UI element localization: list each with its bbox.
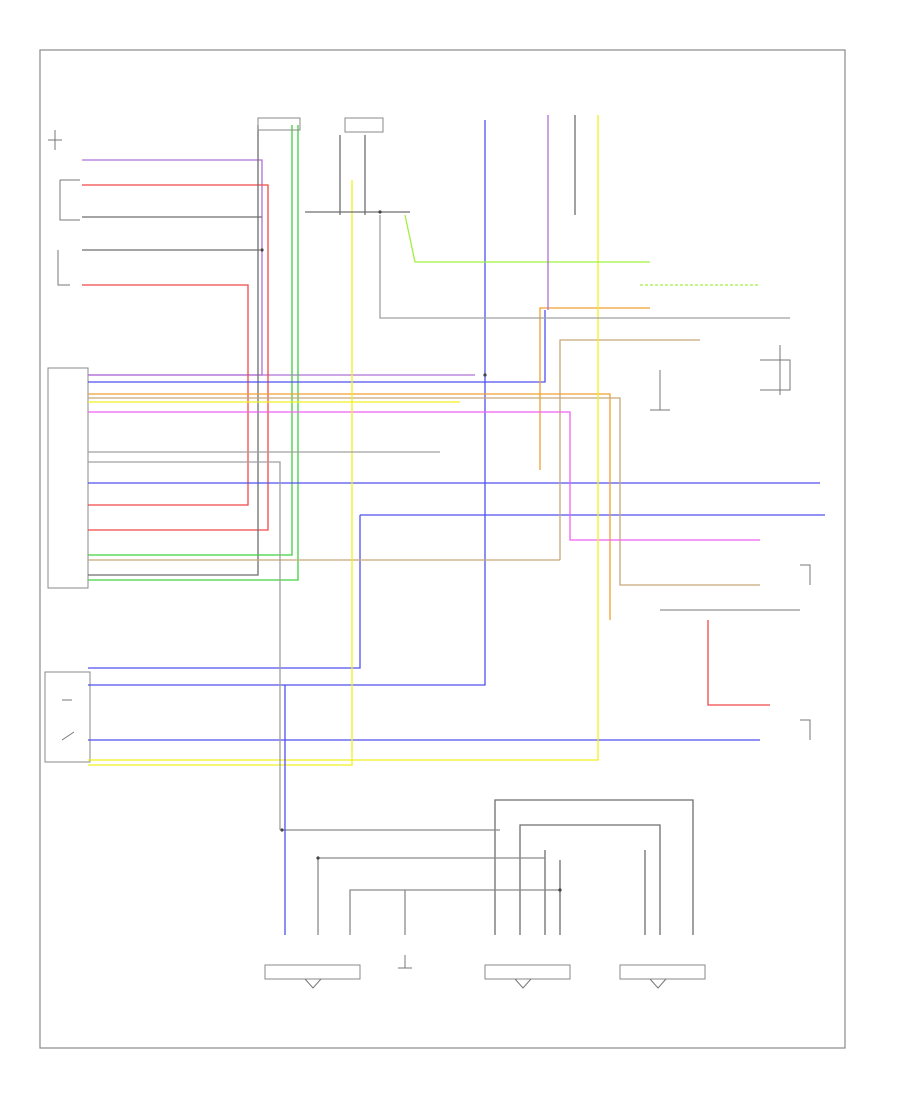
blower-relay bbox=[44, 671, 91, 763]
harness-2 bbox=[519, 824, 661, 935]
wire-blue-5 bbox=[88, 120, 486, 686]
harness-1 bbox=[494, 799, 694, 935]
ground-symbol bbox=[398, 955, 412, 969]
wire-blue-1 bbox=[88, 310, 546, 383]
wire-red-3 bbox=[707, 620, 770, 706]
rear-actuator-right bbox=[619, 964, 706, 989]
wire-orange-1 bbox=[88, 393, 611, 620]
wire-gray-2 bbox=[88, 461, 281, 830]
wire-gray-3 bbox=[379, 215, 790, 319]
right-relay bbox=[650, 345, 811, 740]
wire-green-1 bbox=[88, 125, 293, 556]
wire-red-2 bbox=[82, 284, 249, 506]
wire-tan-1 bbox=[88, 397, 760, 586]
junction-dots bbox=[260, 210, 562, 892]
wire-black-3 bbox=[88, 125, 259, 576]
wire-blue-3 bbox=[88, 514, 825, 669]
wire-gray-bottom-3 bbox=[349, 889, 560, 935]
wire-pink-1 bbox=[88, 411, 760, 541]
wire-green-2 bbox=[88, 125, 299, 581]
wire-gray-bottom-2 bbox=[317, 857, 545, 935]
climate-control-unit bbox=[47, 367, 89, 589]
wire-ltgreen-1 bbox=[404, 214, 650, 263]
wire-tan-2 bbox=[559, 339, 700, 560]
rear-actuator-mid bbox=[484, 964, 571, 989]
top-left-sensor bbox=[48, 130, 80, 286]
wire-orange-2 bbox=[539, 307, 650, 470]
diagram-border bbox=[39, 49, 846, 1049]
rear-actuator-left bbox=[264, 964, 361, 989]
top-connector-1 bbox=[257, 117, 301, 131]
wire-yellow-1 bbox=[88, 180, 353, 766]
wire-yellow-2 bbox=[88, 115, 599, 761]
wire-violet-1 bbox=[82, 159, 263, 376]
wire-red-1 bbox=[82, 184, 269, 531]
top-connector-2 bbox=[344, 117, 384, 133]
